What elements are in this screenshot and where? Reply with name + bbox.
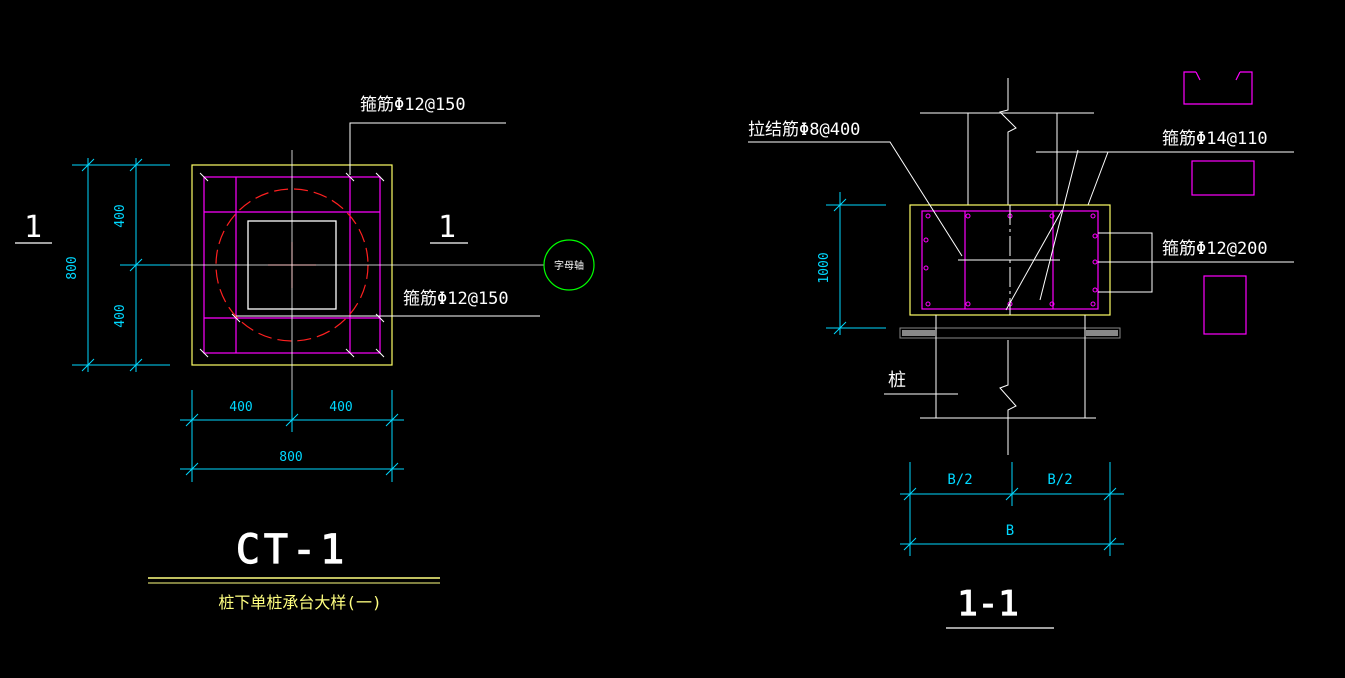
dim-left-lower: 400 — [113, 304, 128, 327]
dim-left-total: 800 — [65, 256, 80, 279]
section-mark-left: 1 — [24, 210, 42, 245]
label-tie-bar: 拉结筋Φ8@400 — [748, 120, 860, 140]
label-rebar-mid: 箍筋Φ12@150 — [403, 289, 509, 309]
label-pile: 桩 — [888, 370, 906, 391]
section-1-1-view: 拉结筋Φ8@400 箍筋Φ14@110 箍筋Φ12@200 1000 桩 — [748, 71, 1294, 629]
dimension-left — [72, 158, 170, 372]
dim-total-b: B — [1006, 523, 1014, 539]
axis-bubble-label: 字母轴 — [554, 259, 584, 272]
label-stirrup-14: 箍筋Φ14@110 — [1162, 129, 1268, 149]
section-title: 1-1 — [957, 584, 1018, 624]
pile-below — [899, 315, 1121, 455]
section-mark-right: 1 — [438, 210, 456, 245]
leader-rebar-top — [349, 122, 506, 175]
ct1-plan-view: 箍筋Φ12@150 箍筋Φ12@150 1 1 字母轴 800 400 400 — [15, 95, 595, 612]
dimension-bottom — [180, 390, 404, 482]
label-rebar-top: 箍筋Φ12@150 — [360, 95, 466, 115]
leader-tie-bar — [748, 141, 963, 257]
dim-height: 1000 — [817, 252, 832, 283]
stirrup-shape-icons — [1183, 71, 1255, 335]
dim-half-left: B/2 — [947, 472, 972, 488]
dim-left-upper: 400 — [113, 204, 128, 227]
column-above — [920, 78, 1094, 205]
dim-bottom-left: 400 — [229, 400, 252, 415]
drawing-subtitle: 桩下单桩承台大样(一) — [218, 593, 381, 612]
dim-bottom-right: 400 — [329, 400, 352, 415]
dim-half-right: B/2 — [1047, 472, 1072, 488]
dimension-height — [826, 192, 886, 335]
dimension-bottom-b — [900, 462, 1124, 556]
label-stirrup-12: 箍筋Φ12@200 — [1162, 239, 1268, 259]
drawing-title: CT-1 — [236, 527, 348, 573]
axis-bubble — [543, 239, 595, 291]
dim-bottom-total: 800 — [279, 450, 302, 465]
